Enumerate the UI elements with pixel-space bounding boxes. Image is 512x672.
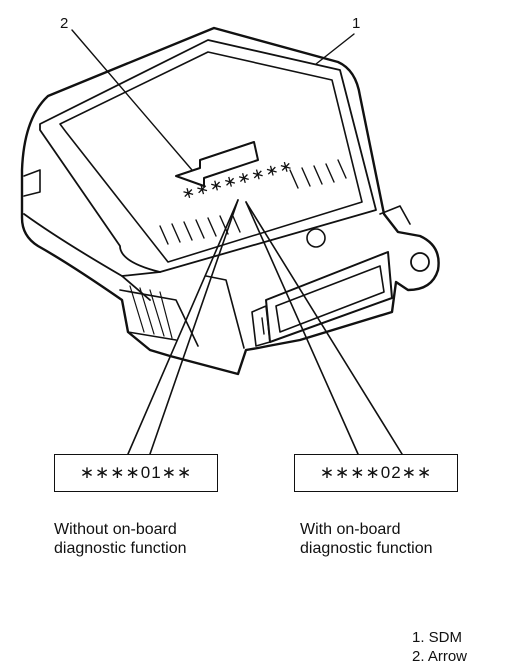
code-without-obd: ∗∗∗∗01∗∗ <box>79 463 193 482</box>
caption-without-obd-line2: diagnostic function <box>54 540 187 557</box>
leader-line-arrow <box>71 29 193 171</box>
leader-line-sdm <box>315 33 355 65</box>
pointer-without-obd <box>127 199 239 455</box>
callout-number-arrow: 2 <box>60 15 69 32</box>
legend-item-arrow: 2. Arrow <box>412 648 468 665</box>
caption-with-obd: With on-board diagnostic function <box>300 520 433 558</box>
caption-without-obd: Without on-board diagnostic function <box>54 520 187 558</box>
direction-arrow <box>175 141 259 187</box>
code-box-without-obd: ∗∗∗∗01∗∗ <box>54 454 218 492</box>
pointer-with-obd <box>245 201 403 455</box>
code-box-with-obd: ∗∗∗∗02∗∗ <box>294 454 458 492</box>
caption-without-obd-line1: Without on-board <box>54 521 177 538</box>
sdm-housing <box>20 26 440 376</box>
legend: 1. SDM 2. Arrow <box>412 628 467 666</box>
legend-item-sdm: 1. SDM <box>412 629 463 646</box>
code-with-obd: ∗∗∗∗02∗∗ <box>319 463 433 482</box>
caption-with-obd-line2: diagnostic function <box>300 540 433 557</box>
callout-number-sdm: 1 <box>352 15 361 32</box>
caption-with-obd-line1: With on-board <box>300 521 401 538</box>
